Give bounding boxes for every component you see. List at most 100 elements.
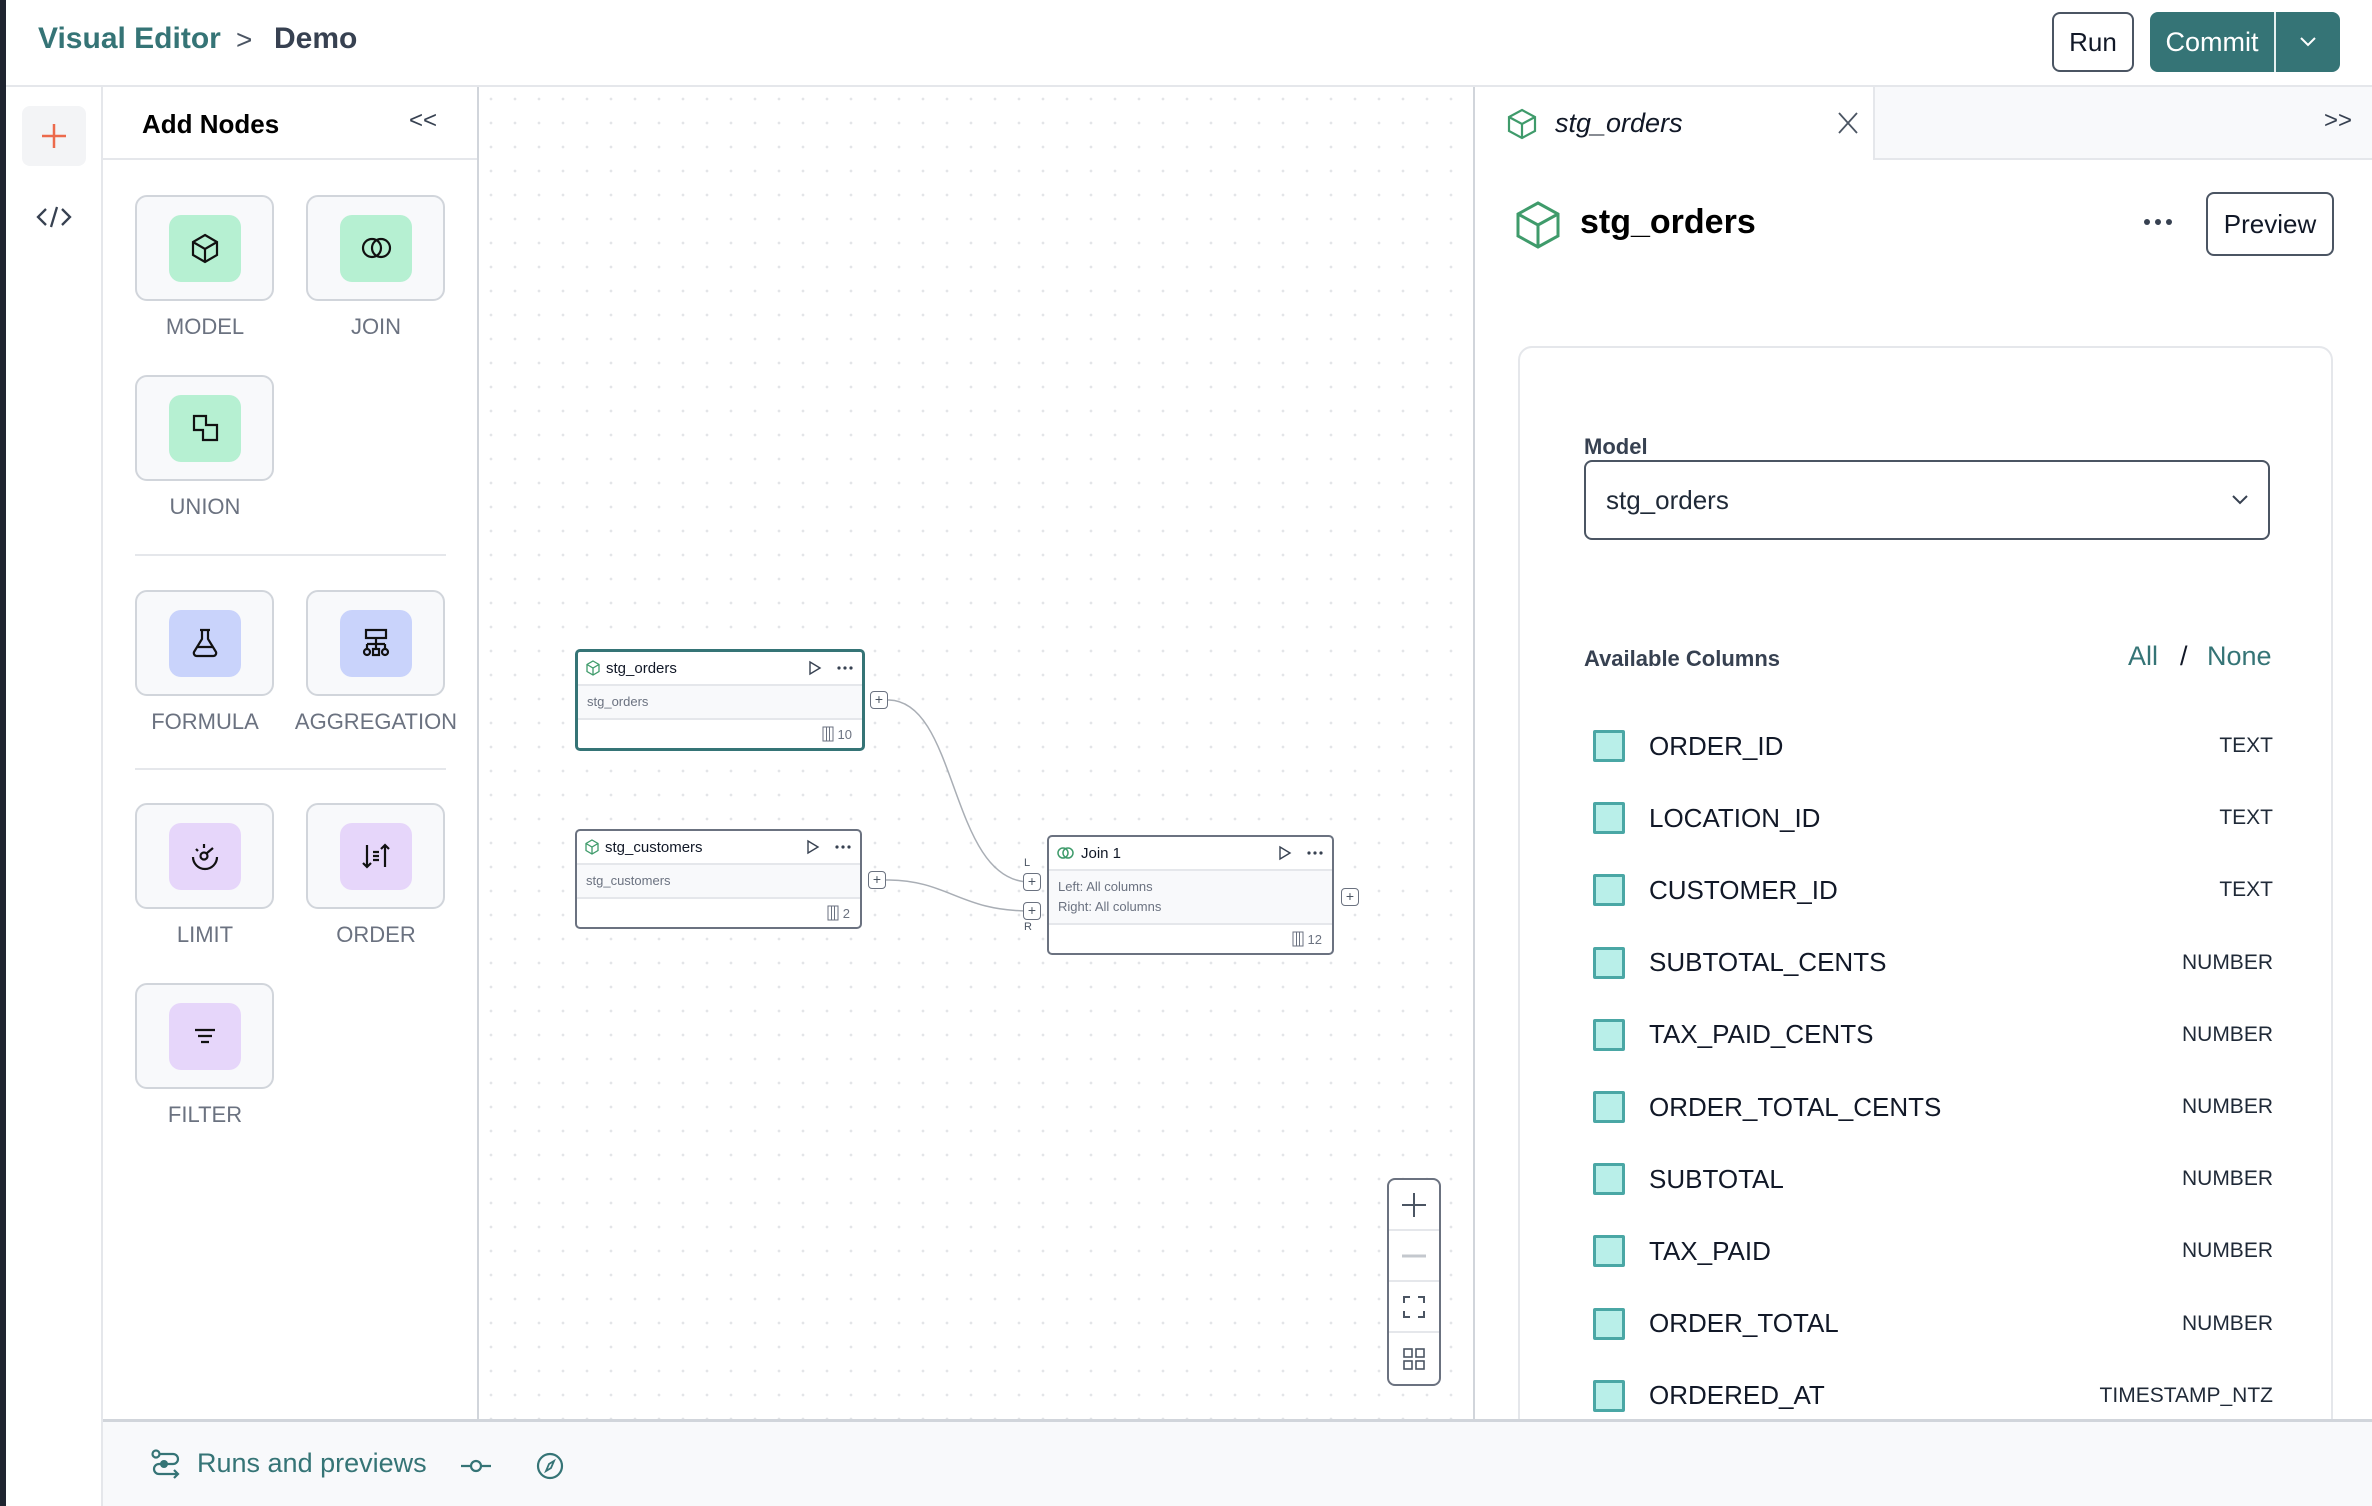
- union-icon: [189, 412, 221, 444]
- divider: [135, 554, 446, 556]
- run-button[interactable]: Run: [2052, 12, 2134, 72]
- commit-button[interactable]: Commit: [2150, 12, 2276, 72]
- column-row: TAX_PAID NUMBER: [1593, 1231, 2273, 1271]
- stg-customers-output-handle[interactable]: +: [868, 871, 886, 889]
- commit-dropdown-button[interactable]: [2276, 12, 2340, 72]
- columns-icon: [822, 726, 834, 742]
- column-count: 12: [1308, 932, 1322, 947]
- column-checkbox[interactable]: [1593, 874, 1625, 906]
- node-body-text: Left: All columns: [1058, 877, 1323, 897]
- tab-stg-orders[interactable]: stg_orders: [1475, 87, 1875, 160]
- node-tile-aggregation[interactable]: [306, 590, 445, 696]
- column-checkbox[interactable]: [1593, 1308, 1625, 1340]
- column-name: ORDERED_AT: [1649, 1380, 2100, 1411]
- columns-icon: [1292, 931, 1304, 947]
- node-tile-order[interactable]: [306, 803, 445, 909]
- runs-and-previews-button[interactable]: Runs and previews: [151, 1448, 427, 1479]
- collapse-panel-button[interactable]: <<: [409, 107, 437, 135]
- icon-rail: [6, 87, 103, 1506]
- node-tile-model[interactable]: [135, 195, 274, 301]
- close-icon[interactable]: [1837, 111, 1859, 135]
- play-icon[interactable]: [808, 660, 822, 676]
- node-tile-limit[interactable]: [135, 803, 274, 909]
- fit-view-button[interactable]: [1389, 1282, 1439, 1333]
- play-icon[interactable]: [806, 839, 820, 855]
- column-type: TEXT: [2219, 806, 2273, 830]
- join-right-input-handle[interactable]: +: [1023, 902, 1041, 920]
- available-columns-label: Available Columns: [1584, 646, 1780, 672]
- commit-graph-icon[interactable]: [461, 1458, 491, 1474]
- stg-orders-output-handle[interactable]: +: [870, 691, 888, 709]
- column-checkbox[interactable]: [1593, 1019, 1625, 1051]
- column-checkbox[interactable]: [1593, 802, 1625, 834]
- cube-icon: [1515, 201, 1561, 249]
- commit-button-group: Commit: [2150, 12, 2340, 72]
- breadcrumb-visual-editor[interactable]: Visual Editor: [38, 22, 221, 56]
- plus-icon: [41, 123, 67, 149]
- filter-icon: [189, 1020, 221, 1052]
- divider: [135, 768, 446, 770]
- code-rail-button[interactable]: [22, 187, 86, 247]
- column-checkbox[interactable]: [1593, 1091, 1625, 1123]
- more-options-icon[interactable]: [2143, 217, 2173, 227]
- columns-icon: [827, 905, 839, 921]
- edge-stg-customers-to-join: [886, 880, 1030, 911]
- join-icon: [360, 232, 392, 264]
- select-all-link[interactable]: All: [2128, 641, 2158, 672]
- column-name: ORDER_TOTAL_CENTS: [1649, 1092, 2182, 1123]
- grid-icon: [1402, 1347, 1426, 1371]
- compass-icon[interactable]: [536, 1452, 564, 1480]
- add-nodes-rail-button[interactable]: [22, 106, 86, 166]
- column-type: TEXT: [2219, 734, 2273, 758]
- column-checkbox[interactable]: [1593, 1163, 1625, 1195]
- edge-stg-orders-to-join: [888, 700, 1030, 882]
- column-count: 10: [838, 727, 852, 742]
- join-left-input-handle[interactable]: +: [1023, 873, 1041, 891]
- fit-view-icon: [1402, 1295, 1426, 1319]
- more-options-icon[interactable]: [1306, 850, 1324, 856]
- node-tile-label: MODEL: [120, 314, 290, 340]
- join-left-port-label: L: [1024, 857, 1030, 869]
- column-row: TAX_PAID_CENTS NUMBER: [1593, 1015, 2273, 1055]
- auto-layout-button[interactable]: [1389, 1333, 1439, 1384]
- expand-panel-button[interactable]: >>: [2324, 107, 2352, 135]
- more-options-icon[interactable]: [834, 844, 852, 850]
- preview-button[interactable]: Preview: [2206, 192, 2334, 256]
- node-tile-union[interactable]: [135, 375, 274, 481]
- node-tile-filter[interactable]: [135, 983, 274, 1089]
- code-icon: [36, 205, 72, 229]
- column-checkbox[interactable]: [1593, 730, 1625, 762]
- bottom-bar: Runs and previews: [103, 1419, 2372, 1506]
- select-none-link[interactable]: None: [2207, 641, 2272, 672]
- gauge-icon: [189, 840, 221, 872]
- canvas-node-join-1[interactable]: Join 1 Left: All columnsRight: All colum…: [1047, 835, 1334, 955]
- column-name: TAX_PAID: [1649, 1236, 2182, 1267]
- model-select-value: stg_orders: [1606, 485, 1729, 516]
- join-icon: [1057, 846, 1075, 860]
- column-type: NUMBER: [2182, 951, 2273, 975]
- add-nodes-panel: Add Nodes << MODEL JOIN UNION FORMULA AG…: [103, 87, 479, 1419]
- runs-icon: [151, 1449, 181, 1479]
- node-tile-formula[interactable]: [135, 590, 274, 696]
- zoom-out-button[interactable]: [1389, 1231, 1439, 1282]
- flow-canvas[interactable]: stg_orders stg_orders 10 stg_customers s…: [479, 87, 1473, 1419]
- play-icon[interactable]: [1278, 845, 1292, 861]
- column-name: SUBTOTAL_CENTS: [1649, 947, 2182, 978]
- column-row: SUBTOTAL NUMBER: [1593, 1159, 2273, 1199]
- canvas-node-stg_orders[interactable]: stg_orders stg_orders 10: [575, 649, 865, 751]
- column-row: ORDER_TOTAL NUMBER: [1593, 1304, 2273, 1344]
- sort-icon: [360, 840, 392, 872]
- canvas-node-stg_customers[interactable]: stg_customers stg_customers 2: [575, 829, 862, 929]
- separator: /: [2180, 641, 2188, 672]
- node-tile-join[interactable]: [306, 195, 445, 301]
- column-row: LOCATION_ID TEXT: [1593, 798, 2273, 838]
- model-select[interactable]: stg_orders: [1584, 460, 2270, 540]
- column-checkbox[interactable]: [1593, 947, 1625, 979]
- join-output-handle[interactable]: +: [1341, 888, 1359, 906]
- more-options-icon[interactable]: [836, 665, 854, 671]
- column-checkbox[interactable]: [1593, 1380, 1625, 1412]
- column-type: NUMBER: [2182, 1023, 2273, 1047]
- column-checkbox[interactable]: [1593, 1235, 1625, 1267]
- column-name: SUBTOTAL: [1649, 1164, 2182, 1195]
- zoom-in-button[interactable]: [1389, 1180, 1439, 1231]
